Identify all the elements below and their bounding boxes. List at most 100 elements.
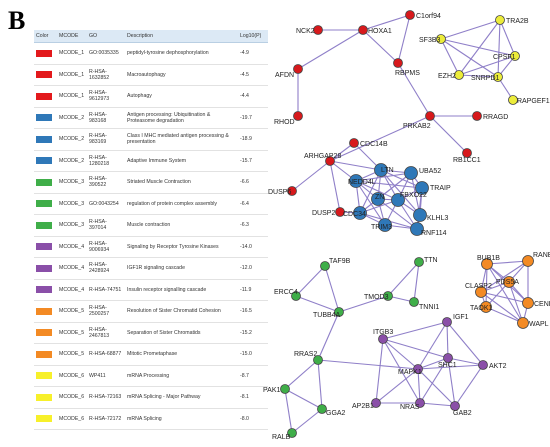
edge-pds5a-wapl: [508, 281, 524, 324]
node-itgb3: ITGB3: [373, 329, 393, 344]
node-label: RHOD: [274, 119, 295, 126]
go-term-cell: R-HSA-74751: [87, 279, 125, 301]
edge-ezh2-snrpd1: [458, 74, 499, 78]
color-cell: [34, 322, 57, 344]
node-label: TAOK1: [470, 305, 493, 312]
node-circle: [480, 301, 492, 313]
node-circle: [410, 222, 424, 236]
node-label: UBA52: [419, 168, 441, 175]
node-traip: TRAIP: [415, 181, 451, 195]
node-igf1: IGF1: [442, 314, 469, 327]
color-swatch: [36, 221, 52, 229]
node-sf3b3: SF3B3: [419, 34, 446, 44]
edge-gga2-ralb: [291, 408, 323, 434]
node-gab2: GAB2: [450, 401, 472, 417]
log-p-cell: -14.0: [238, 236, 268, 258]
node-uba52: UBA52: [404, 166, 441, 180]
edge-ezh2-tra2b: [458, 19, 501, 76]
node-tubb4a: TUBB4A: [313, 307, 344, 319]
color-swatch: [36, 92, 52, 100]
mcode-cell: MCODE_6: [57, 386, 87, 409]
color-cell: [34, 279, 57, 301]
column-header-mcode: MCODE: [57, 30, 87, 43]
edge-igf1-akt2: [446, 321, 484, 366]
color-swatch: [36, 372, 52, 380]
edge-shc1-mapk1: [417, 357, 449, 370]
node-circle: [313, 25, 323, 35]
color-cell: [34, 408, 57, 430]
node-afdn: AFDN: [275, 64, 303, 79]
node-circle: [291, 291, 301, 301]
node-circle: [349, 174, 363, 188]
node-rnf114: RNF114: [410, 222, 447, 237]
node-circle: [495, 15, 505, 25]
edge-mapk1-gab2: [417, 368, 456, 407]
log-p-cell: -15.2: [238, 322, 268, 344]
description-cell: Striated Muscle Contraction: [125, 171, 238, 194]
node-label: WAPL: [529, 321, 549, 328]
go-term-cell: R-HSA-1632852: [87, 64, 125, 86]
node-label: PRKAB2: [403, 123, 431, 130]
node-circle: [378, 218, 392, 232]
edge-arhgap28-ltn: [329, 160, 382, 171]
node-circle: [378, 334, 388, 344]
node-label: CENPF: [534, 301, 550, 308]
go-term-cell: R-HSA-72163: [87, 386, 125, 409]
node-label: TAF9B: [329, 258, 351, 265]
color-swatch: [36, 114, 52, 122]
node-snrpd1: SNRPD1: [471, 72, 503, 82]
edge-cpsf1-ezh2: [458, 55, 516, 76]
node-circle: [522, 255, 534, 267]
node-label: SHC1: [438, 362, 457, 369]
node-rapgef1: RAPGEF1: [508, 95, 550, 105]
color-cell: [34, 257, 57, 280]
color-swatch: [36, 178, 52, 186]
node-cpsf1: CPSF1: [493, 51, 520, 61]
node-nedd4l: NEDD4L: [348, 174, 376, 188]
node-label: LTN: [381, 167, 394, 174]
edge-nedd4l-trim3: [355, 180, 386, 226]
edge-sf3b3-tra2b: [440, 19, 501, 40]
node-bub1b: BUB1B: [477, 255, 500, 270]
edge-akt2-gab2: [454, 364, 484, 407]
edge-taf9b-tubb4a: [324, 265, 340, 313]
log-p-cell: -8.1: [238, 386, 268, 409]
node-label: NCK2: [296, 28, 315, 35]
node-label: RALB: [272, 434, 291, 441]
color-cell: [34, 193, 57, 215]
edge-itgb3-ap2b1: [375, 338, 384, 404]
node-label: DUSP2: [312, 210, 335, 217]
node-circle: [313, 355, 323, 365]
node-label: AP2B1: [352, 403, 374, 410]
description-cell: regulation of protein complex assembly: [125, 193, 238, 215]
node-circle: [413, 208, 427, 222]
log-p-cell: -6.6: [238, 171, 268, 194]
node-cdc14b: CDC14B: [349, 138, 388, 148]
node-rragd: RRAGD: [472, 111, 508, 121]
log-p-cell: -16.5: [238, 300, 268, 323]
node-label: CDC34: [343, 211, 366, 218]
mcode-cell: MCODE_5: [57, 343, 87, 366]
edge-arhgap28-cdc14b: [329, 142, 355, 162]
node-label: TUBB4A: [313, 312, 341, 319]
node-klhl3: KLHL3: [413, 208, 449, 222]
node-circle: [405, 10, 415, 20]
edge-mapk1-nras: [417, 368, 421, 404]
color-swatch: [36, 157, 52, 165]
node-circle: [475, 286, 487, 298]
log-p-cell: -11.9: [238, 279, 268, 301]
node-circle: [391, 193, 405, 207]
edge-tubb4a-rras2: [317, 311, 340, 361]
description-cell: Mitotic Prometaphase: [125, 343, 238, 366]
go-term-cell: R-HSA-1280218: [87, 150, 125, 172]
node-label: IGF1: [453, 314, 469, 321]
node-label: EZH2: [438, 73, 456, 80]
node-circle: [293, 64, 303, 74]
mcode-cell: MCODE_5: [57, 322, 87, 344]
